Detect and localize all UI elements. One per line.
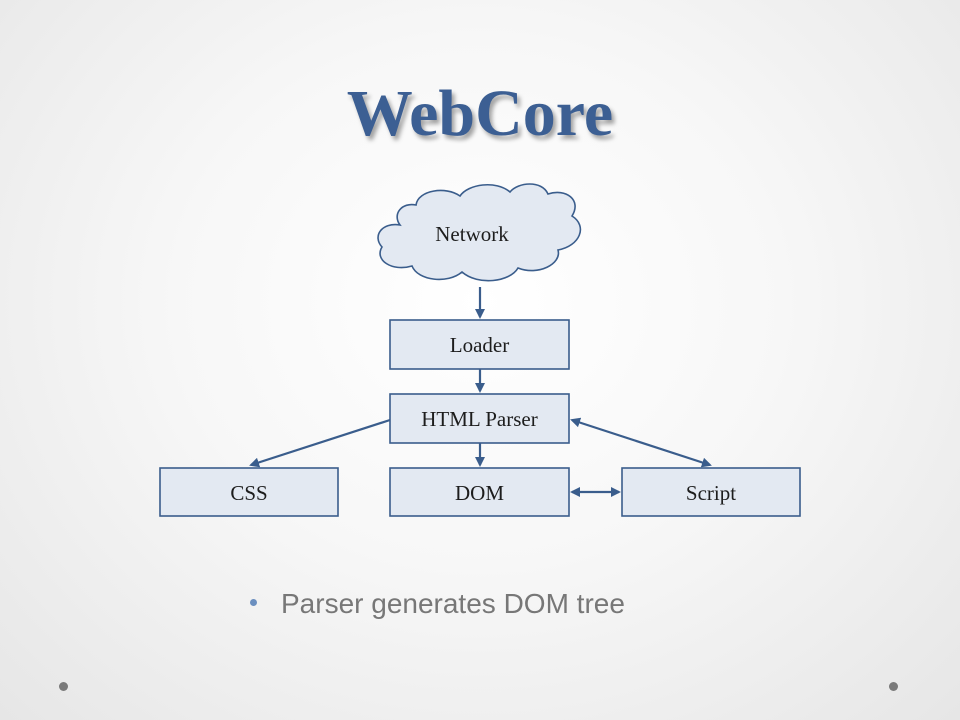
loader-label: Loader bbox=[450, 333, 509, 357]
edge-html-parser-script-bidirectional bbox=[570, 417, 712, 468]
slide-title: WebCore bbox=[346, 77, 614, 150]
dom-box bbox=[389, 467, 570, 517]
loader-box bbox=[389, 319, 570, 370]
bullet-text: Parser generates DOM tree bbox=[281, 588, 625, 619]
bullet-item: Parser generates DOM tree bbox=[250, 588, 850, 620]
loader-node: Loader bbox=[389, 319, 570, 370]
bullet-dot-icon bbox=[250, 599, 257, 607]
cloud-shape bbox=[377, 183, 582, 282]
network-label: Network bbox=[435, 222, 509, 246]
dom-node: DOM bbox=[389, 467, 570, 517]
css-node: CSS bbox=[159, 467, 339, 517]
network-node: Network bbox=[377, 183, 582, 282]
css-box bbox=[159, 467, 339, 517]
corner-dot-right bbox=[889, 682, 898, 691]
script-label: Script bbox=[686, 481, 736, 505]
html-parser-label: HTML Parser bbox=[421, 407, 537, 431]
script-box bbox=[621, 467, 801, 517]
corner-dot-left bbox=[59, 682, 68, 691]
css-label: CSS bbox=[230, 481, 267, 505]
edge-html-parser-to-css bbox=[249, 418, 391, 468]
script-node: Script bbox=[621, 467, 801, 517]
dom-label: DOM bbox=[455, 481, 504, 505]
html-parser-node: HTML Parser bbox=[389, 393, 570, 444]
